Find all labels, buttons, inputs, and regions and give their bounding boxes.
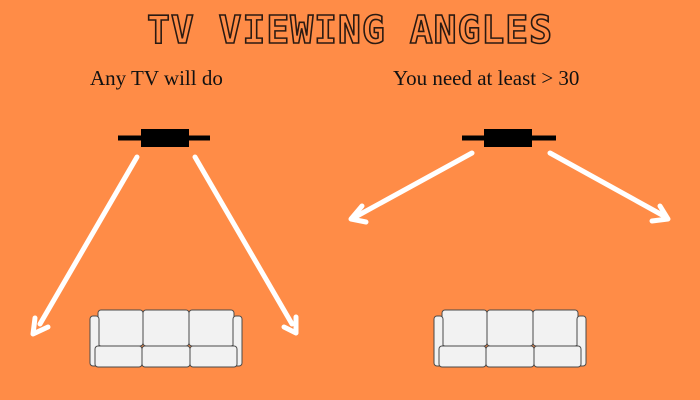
caption-left: Any TV will do bbox=[90, 66, 223, 90]
arrow-left-inner bbox=[192, 154, 299, 336]
page-title: TV VIEWING ANGLES bbox=[146, 7, 553, 53]
arrow-left-outer bbox=[30, 154, 140, 337]
sofa-left-icon bbox=[89, 309, 243, 368]
tv-left-icon bbox=[118, 129, 210, 147]
arrow-right-inner bbox=[547, 150, 671, 224]
arrow-right-outer bbox=[348, 150, 475, 225]
caption-right: You need at least > 30 bbox=[393, 66, 580, 90]
sofa-right-icon bbox=[433, 309, 587, 368]
tv-right-icon bbox=[462, 129, 556, 147]
